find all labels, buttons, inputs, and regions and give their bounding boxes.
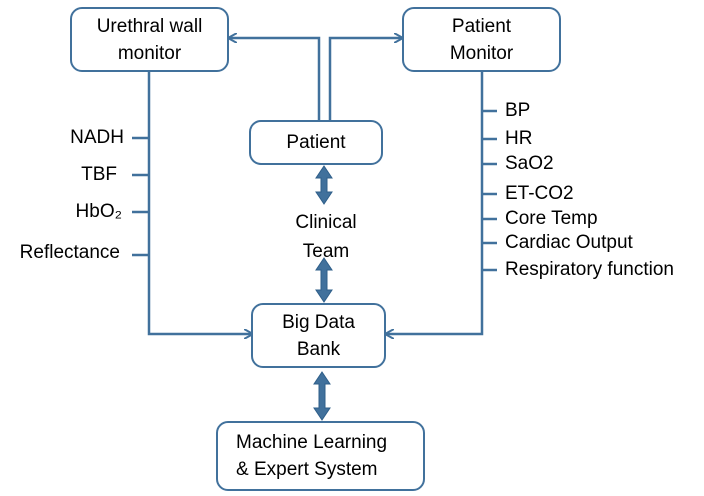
urethral-wall-monitor-box: Urethral wall monitor: [70, 7, 229, 72]
big-data-bank-box: Big Data Bank: [251, 303, 386, 368]
patient-monitor-box: Patient Monitor: [402, 7, 561, 72]
ml-line2: & Expert System: [236, 459, 378, 480]
patient-monitor-line1: Patient: [451, 15, 512, 37]
clinical-team-line1: Clinical: [295, 212, 357, 233]
param-respiratory-function: Respiratory function: [505, 259, 674, 280]
urethral-to-bigdata-connector: [147, 72, 252, 334]
param-nadh: NADH: [70, 127, 124, 148]
patient-to-urethral-connector: [229, 38, 321, 120]
urethral-box-line2: monitor: [117, 42, 182, 64]
param-tbf: TBF: [81, 164, 117, 185]
urethral-box-line1: Urethral wall: [96, 15, 203, 37]
bigdata-ml-double-arrow: [313, 371, 331, 421]
machine-learning-box: Machine Learning & Expert System: [216, 421, 425, 491]
param-bp: BP: [505, 100, 531, 121]
patient-team-double-arrow: [315, 165, 333, 205]
patient-to-patientmonitor-connector: [328, 38, 402, 120]
patient-monitor-line2: Monitor: [449, 42, 514, 64]
ml-line1: Machine Learning: [236, 432, 388, 453]
patient-box: Patient: [249, 120, 383, 165]
param-hbo2: HbO₂: [75, 201, 122, 222]
param-coretemp: Core Temp: [505, 208, 598, 229]
param-sao2: SaO2: [505, 153, 554, 174]
team-bigdata-double-arrow: [315, 257, 333, 303]
param-hr: HR: [505, 128, 533, 149]
param-etco2: ET-CO2: [505, 183, 574, 204]
big-data-line2: Bank: [296, 338, 341, 360]
clinical-team-label: Clinical Team: [276, 208, 376, 266]
patientmonitor-to-bigdata-connector: [386, 72, 484, 334]
patient-box-label: Patient: [286, 132, 346, 153]
param-cardiac-output: Cardiac Output: [505, 232, 633, 253]
clinical-team-line2: Team: [302, 241, 350, 262]
param-reflectance: Reflectance: [19, 242, 120, 263]
big-data-line1: Big Data: [282, 311, 355, 333]
